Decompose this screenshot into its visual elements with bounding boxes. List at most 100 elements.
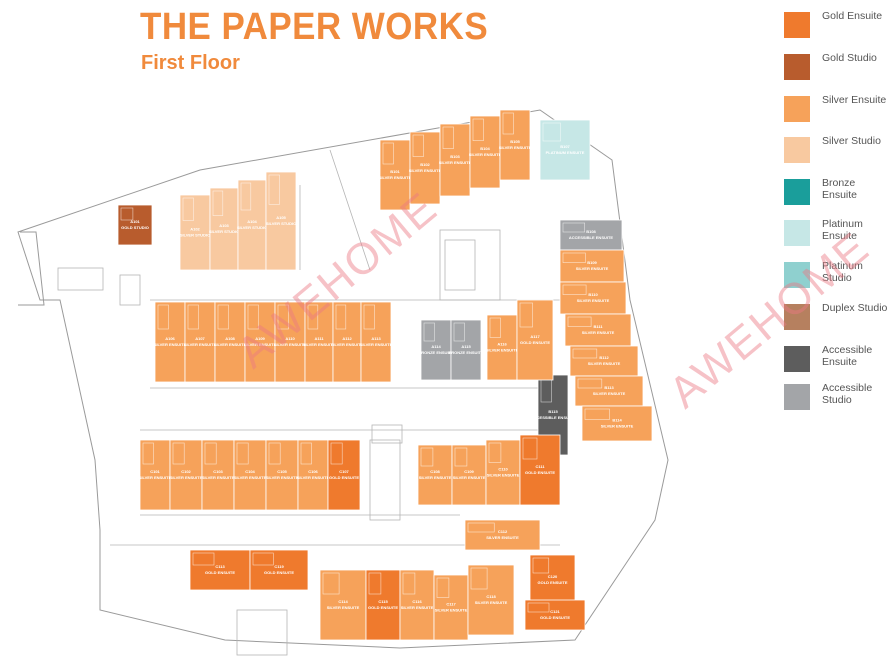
unit-bathroom bbox=[532, 557, 550, 574]
unit-id-label: C106 bbox=[308, 469, 318, 474]
unit-c105 bbox=[265, 439, 299, 511]
unit-type-label: SILVER ENSUITE bbox=[582, 330, 615, 335]
unit-bathroom bbox=[212, 190, 224, 216]
unit-id-label: C119 bbox=[274, 564, 284, 569]
unit-type-label: SILVER ENSUITE bbox=[486, 348, 519, 353]
unit-type-label: SILVER ENSUITE bbox=[499, 145, 532, 150]
legend-swatch bbox=[784, 12, 810, 38]
unit-type-label: SILVER ENSUITE bbox=[244, 342, 277, 347]
unit-id-label: C112 bbox=[498, 529, 508, 534]
unit-id-label: B102 bbox=[420, 162, 430, 167]
unit-id-label: B103 bbox=[450, 154, 460, 159]
unit-type-label: SILVER ENSUITE bbox=[234, 475, 267, 480]
unit-a113 bbox=[360, 301, 392, 383]
unit-id-label: C118 bbox=[486, 594, 496, 599]
legend-label: Silver Ensuite bbox=[822, 94, 887, 106]
unit-id-label: A108 bbox=[225, 336, 235, 341]
legend-item: Duplex Studio bbox=[784, 302, 892, 336]
unit-a102 bbox=[179, 194, 211, 271]
unit-id-label: B108 bbox=[586, 229, 596, 234]
unit-b103 bbox=[439, 123, 471, 197]
unit-bathroom bbox=[442, 126, 454, 149]
unit-id-label: A106 bbox=[165, 336, 175, 341]
unit-b102 bbox=[409, 131, 441, 205]
unit-bathroom bbox=[217, 304, 229, 330]
unit-bathroom bbox=[300, 442, 312, 465]
unit-type-label: SILVER STUDIO bbox=[266, 221, 296, 226]
unit-a106 bbox=[154, 301, 186, 383]
unit-bathroom bbox=[363, 304, 375, 330]
unit-type-label: ACCESSIBLE ENSUITE bbox=[569, 235, 614, 240]
interior-walls bbox=[57, 149, 560, 656]
unit-id-label: C105 bbox=[277, 469, 287, 474]
unit-bathroom bbox=[240, 182, 252, 211]
unit-b109 bbox=[559, 249, 625, 283]
unit-id-label: C107 bbox=[339, 469, 349, 474]
unit-type-label: SILVER ENSUITE bbox=[486, 535, 519, 540]
unit-c113 bbox=[189, 549, 251, 591]
unit-type-label: GOLD ENSUITE bbox=[368, 605, 398, 610]
unit-id-label: A113 bbox=[371, 336, 381, 341]
unit-bathroom bbox=[423, 322, 435, 342]
unit-c108 bbox=[417, 444, 453, 506]
legend-item: Accessible Ensuite bbox=[784, 344, 892, 378]
unit-type-label: SILVER ENSUITE bbox=[214, 342, 247, 347]
unit-type-label: SILVER ENSUITE bbox=[154, 342, 187, 347]
unit-a109 bbox=[244, 301, 276, 383]
unit-bathroom bbox=[567, 316, 592, 327]
unit-type-label: SILVER ENSUITE bbox=[297, 475, 330, 480]
unit-b104 bbox=[469, 115, 501, 189]
unit-type-label: SILVER ENSUITE bbox=[475, 600, 508, 605]
unit-id-label: B114 bbox=[612, 418, 622, 423]
unit-c101 bbox=[139, 439, 171, 511]
unit-bathroom bbox=[252, 552, 274, 566]
unit-id-label: C113 bbox=[215, 564, 225, 569]
unit-bathroom bbox=[562, 222, 586, 233]
unit-bathroom bbox=[470, 567, 488, 590]
unit-bathroom bbox=[542, 122, 561, 142]
unit-c107 bbox=[327, 439, 361, 511]
legend-label: Silver Studio bbox=[822, 135, 881, 147]
unit-type-label: GOLD ENSUITE bbox=[264, 570, 294, 575]
unit-bathroom bbox=[420, 447, 434, 467]
unit-bathroom bbox=[247, 304, 259, 330]
unit-type-label: SILVER STUDIO bbox=[209, 229, 239, 234]
unit-bathroom bbox=[519, 302, 533, 328]
unit-type-label: SILVER ENSUITE bbox=[202, 475, 235, 480]
unit-b113 bbox=[574, 375, 644, 407]
unit-c121 bbox=[524, 599, 586, 631]
legend-item: Gold Ensuite bbox=[784, 10, 892, 44]
legend-label: Duplex Studio bbox=[822, 302, 888, 314]
page-subtitle: First Floor bbox=[141, 52, 240, 74]
unit-type-label: GOLD ENSUITE bbox=[205, 570, 235, 575]
unit-id-label: A103 bbox=[219, 223, 229, 228]
unit-type-label: GOLD STUDIO bbox=[121, 225, 149, 230]
unit-type-label: SILVER ENSUITE bbox=[469, 152, 502, 157]
unit-id-label: B105 bbox=[510, 139, 520, 144]
unit-type-label: SILVER ENSUITE bbox=[577, 298, 610, 303]
unit-id-label: A105 bbox=[276, 215, 286, 220]
unit-id-label: B111 bbox=[593, 324, 603, 329]
unit-type-label: SILVER ENSUITE bbox=[419, 475, 452, 480]
unit-id-label: A101 bbox=[130, 219, 140, 224]
unit-c104 bbox=[233, 439, 267, 511]
unit-bathroom bbox=[187, 304, 199, 330]
legend-swatch bbox=[784, 262, 810, 288]
unit-id-label: B110 bbox=[588, 292, 598, 297]
unit-id-label: B115 bbox=[548, 409, 558, 414]
unit-bathroom bbox=[182, 197, 194, 221]
legend-item: Silver Studio bbox=[784, 135, 892, 169]
unit-b114 bbox=[581, 405, 653, 442]
unit-type-label: SILVER ENSUITE bbox=[409, 168, 442, 173]
unit-a114 bbox=[420, 319, 452, 381]
unit-type-label: SILVER ENSUITE bbox=[331, 342, 364, 347]
unit-id-label: A116 bbox=[497, 342, 507, 347]
unit-id-label: C120 bbox=[548, 574, 558, 579]
unit-bathroom bbox=[120, 207, 134, 221]
unit-bathroom bbox=[562, 284, 587, 295]
unit-bathroom bbox=[277, 304, 289, 330]
unit-id-label: B112 bbox=[599, 355, 609, 360]
unit-type-label: SILVER ENSUITE bbox=[184, 342, 217, 347]
legend-label: Accessible Studio bbox=[822, 382, 873, 406]
